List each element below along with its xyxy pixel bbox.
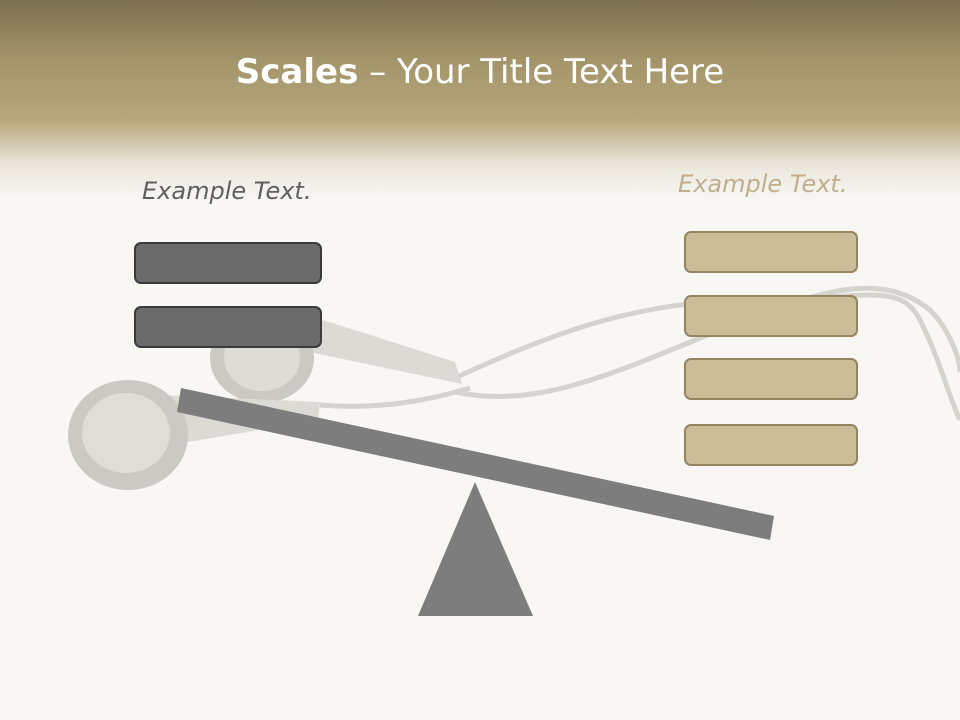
left-box — [134, 306, 322, 348]
right-box — [684, 231, 858, 273]
left-box — [134, 242, 322, 284]
right-label: Example Text. — [678, 170, 848, 198]
left-label: Example Text. — [142, 177, 312, 205]
right-box — [684, 424, 858, 466]
scale-beam — [177, 388, 774, 540]
scale-fulcrum — [418, 482, 533, 616]
title-banner — [0, 0, 960, 200]
right-box — [684, 295, 858, 337]
title-rest: – Your Title Text Here — [358, 52, 725, 92]
title-bold: Scales — [235, 52, 359, 92]
right-box — [684, 358, 858, 400]
slide-title: Scales – Your Title Text Here — [0, 52, 960, 92]
